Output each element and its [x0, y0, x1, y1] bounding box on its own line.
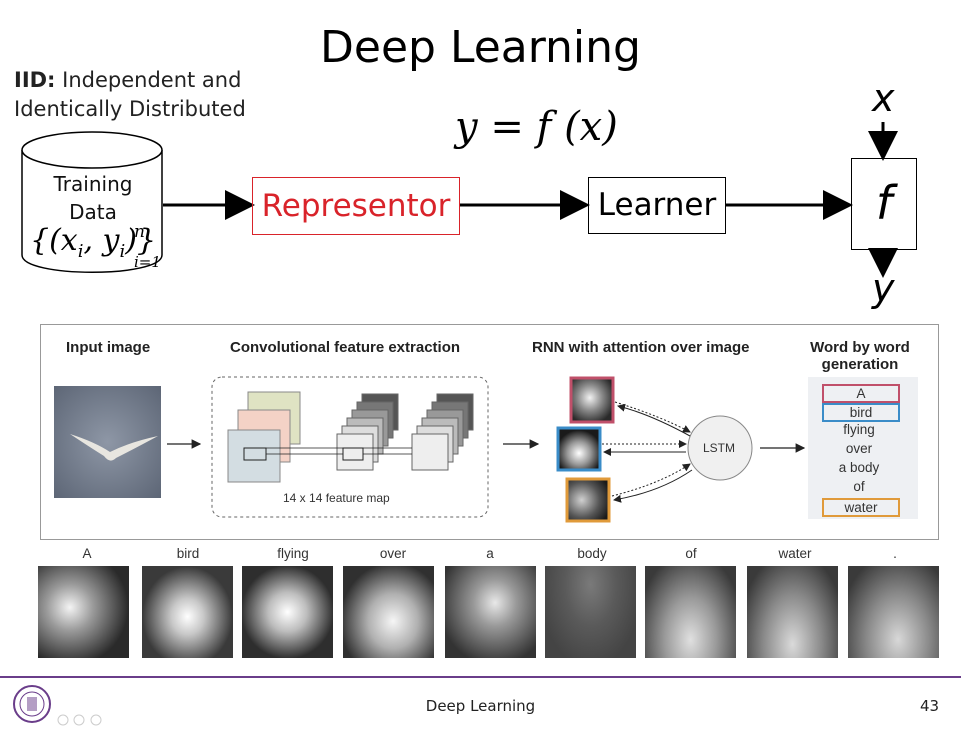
- gen-word-0: A: [822, 384, 900, 403]
- presentation-controls[interactable]: [56, 712, 106, 726]
- representor-box: Representor: [252, 177, 460, 235]
- iid-line-1: IID: Independent and: [14, 66, 246, 95]
- gen-header-1: Word by word: [810, 339, 910, 356]
- strip-word-3: over: [379, 546, 407, 561]
- gen-word-3: over: [845, 441, 873, 456]
- gen-word-6: water: [822, 498, 900, 517]
- generated-word-list: A bird flying over a body of water: [808, 377, 918, 519]
- iid-rest: Independent and: [55, 68, 242, 92]
- attention-thumb-7: [747, 566, 838, 658]
- gen-word-2: flying: [843, 422, 875, 437]
- f-box: f: [851, 158, 917, 250]
- formula-sup: n: [134, 222, 145, 242]
- formula-sub-i: i: [77, 241, 84, 262]
- strip-word-0: A: [82, 546, 92, 561]
- training-data-cylinder: [21, 131, 163, 273]
- gen-word-1: bird: [822, 403, 900, 422]
- page-number: 43: [920, 697, 940, 715]
- university-seal-logo: [13, 685, 51, 723]
- formula-subrange: i=1: [134, 253, 161, 271]
- rnn-header: RNN with attention over image: [532, 339, 750, 356]
- formula-sub-i-2: i: [119, 241, 126, 262]
- conv-header: Convolutional feature extraction: [230, 339, 461, 356]
- captioning-panel: [40, 324, 939, 540]
- attention-thumb-5: [545, 566, 636, 658]
- lstm-label: LSTM: [703, 441, 736, 455]
- strip-word-2: flying: [277, 546, 309, 561]
- iid-note: IID: Independent and Identically Distrib…: [14, 66, 246, 124]
- formula-end: )}: [125, 223, 157, 258]
- presentation-controls-icon[interactable]: [56, 713, 106, 727]
- captioning-diagram: [54, 376, 806, 523]
- attention-thumb-8: [848, 566, 939, 658]
- strip-word-5: body: [577, 546, 607, 561]
- strip-word-1: bird: [176, 546, 200, 561]
- input-bird-image: [54, 386, 161, 498]
- strip-word-7: water: [778, 546, 812, 561]
- feature-map-label: 14 x 14 feature map: [283, 491, 390, 505]
- training-data-label: Training Data: [24, 170, 162, 226]
- strip-word-6: of: [685, 546, 697, 561]
- equation: y = f (x): [455, 104, 618, 150]
- footer-divider: [0, 676, 961, 678]
- attention-thumb-6: [645, 566, 736, 658]
- strip-word-8: .: [893, 546, 897, 561]
- gen-word-5: of: [853, 479, 865, 494]
- attention-thumb-0: [38, 566, 129, 658]
- generation-header: Word by word generation: [800, 339, 920, 373]
- y-label: y: [872, 266, 895, 310]
- attention-thumb-2: [242, 566, 333, 658]
- iid-bold: IID:: [14, 68, 56, 92]
- learner-box: Learner: [588, 177, 726, 234]
- training-label-1: Training: [53, 172, 133, 196]
- input-image-header: Input image: [66, 339, 151, 356]
- slide-title: Deep Learning: [320, 22, 641, 73]
- gen-word-4: a body: [838, 460, 880, 475]
- training-label-2: Data: [69, 200, 117, 224]
- pipeline-diagram: [21, 122, 898, 278]
- formula-main: {(x: [30, 223, 78, 258]
- training-formula: {(xi, yi)}: [30, 223, 156, 262]
- footer-title: Deep Learning: [425, 697, 536, 715]
- strip-word-4: a: [486, 546, 494, 561]
- attention-thumb-4: [445, 566, 536, 658]
- attention-thumb-1: [142, 566, 233, 658]
- gen-header-2: generation: [821, 356, 899, 373]
- attention-thumb-3: [343, 566, 434, 658]
- formula-mid: , y: [83, 223, 120, 258]
- x-label: x: [872, 76, 895, 120]
- iid-line-2: Identically Distributed: [14, 97, 246, 121]
